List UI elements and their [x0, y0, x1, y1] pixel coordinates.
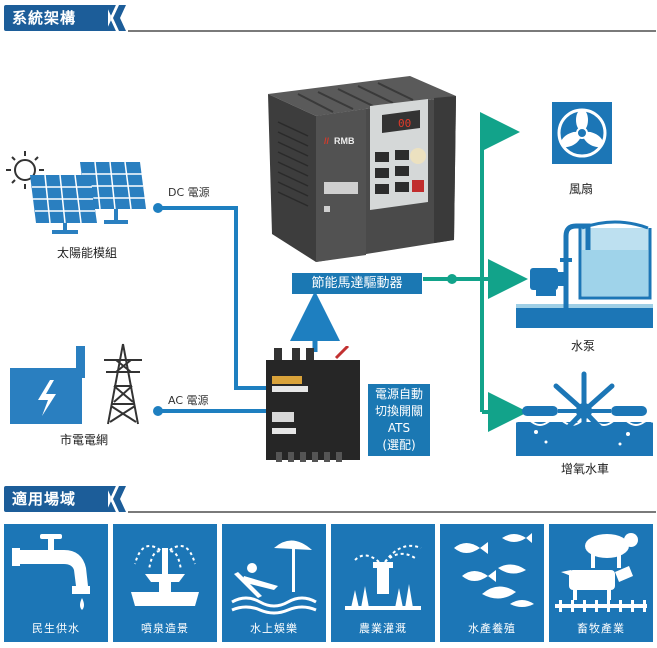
ats-label-line4: (選配) [382, 438, 416, 452]
application-tile-aquaculture: 水產養殖 [440, 524, 544, 642]
beach-icon [231, 540, 317, 615]
ats-label-line2: 切換開關 [374, 404, 423, 418]
livestock-icon [555, 533, 647, 612]
application-label: 農業灌溉 [359, 622, 407, 635]
pump-icon [516, 220, 653, 328]
vfd-brand-text: RMB [334, 136, 355, 146]
dc-power-line [158, 206, 268, 390]
sprinkler-icon [345, 544, 422, 610]
fountain-icon [131, 545, 199, 606]
faucet-icon [12, 534, 90, 610]
solar-label: 太陽能模組 [57, 246, 118, 260]
section-chevron-icon [106, 486, 126, 512]
ats-label-line1: 電源自動 [374, 387, 423, 401]
application-label: 水上娛樂 [250, 622, 298, 635]
ats-label-line3: ATS [387, 421, 411, 435]
connection-lines [153, 112, 528, 432]
application-label: 水產養殖 [468, 622, 516, 635]
motor-drive-device: // RMB 00 [268, 76, 456, 262]
section-divider [128, 511, 656, 513]
ats-label: 電源自動 切換開關 ATS (選配) [368, 384, 430, 456]
vfd-display: 00 [398, 117, 411, 130]
application-tile-irrigation: 農業灌溉 [331, 524, 435, 642]
fan-label: 風扇 [569, 182, 594, 196]
solar-panel-icon [6, 151, 146, 234]
power-grid-icon [10, 343, 142, 425]
aerator-label: 增氧水車 [561, 462, 610, 476]
application-tile-recreation: 水上娛樂 [222, 524, 326, 642]
fan-icon [552, 102, 612, 164]
aerator-icon [516, 371, 653, 456]
application-tile-water-supply: 民生供水 [4, 524, 108, 642]
vfd-label: 節能馬達驅動器 [292, 273, 422, 294]
ac-power-label: AC 電源 [168, 394, 209, 407]
application-label: 噴泉造景 [141, 622, 189, 635]
pump-label: 水泵 [571, 339, 596, 353]
section-title-applications: 適用場域 [4, 486, 108, 512]
application-tile-livestock: 畜牧產業 [549, 524, 653, 642]
application-label: 畜牧產業 [577, 622, 625, 635]
section-title-architecture: 系統架構 [4, 5, 108, 31]
ats-device [266, 346, 360, 462]
dc-power-label: DC 電源 [168, 186, 210, 199]
fish-icon [454, 533, 534, 607]
section-header-applications: 適用場域 [4, 486, 656, 513]
section-header-architecture: 系統架構 [4, 5, 656, 32]
application-tile-fountain: 噴泉造景 [113, 524, 217, 642]
application-label: 民生供水 [32, 622, 80, 635]
grid-label: 市電電網 [60, 433, 109, 447]
svg-text://: // [324, 136, 330, 146]
section-chevron-icon [106, 5, 126, 31]
section-divider [128, 30, 656, 32]
